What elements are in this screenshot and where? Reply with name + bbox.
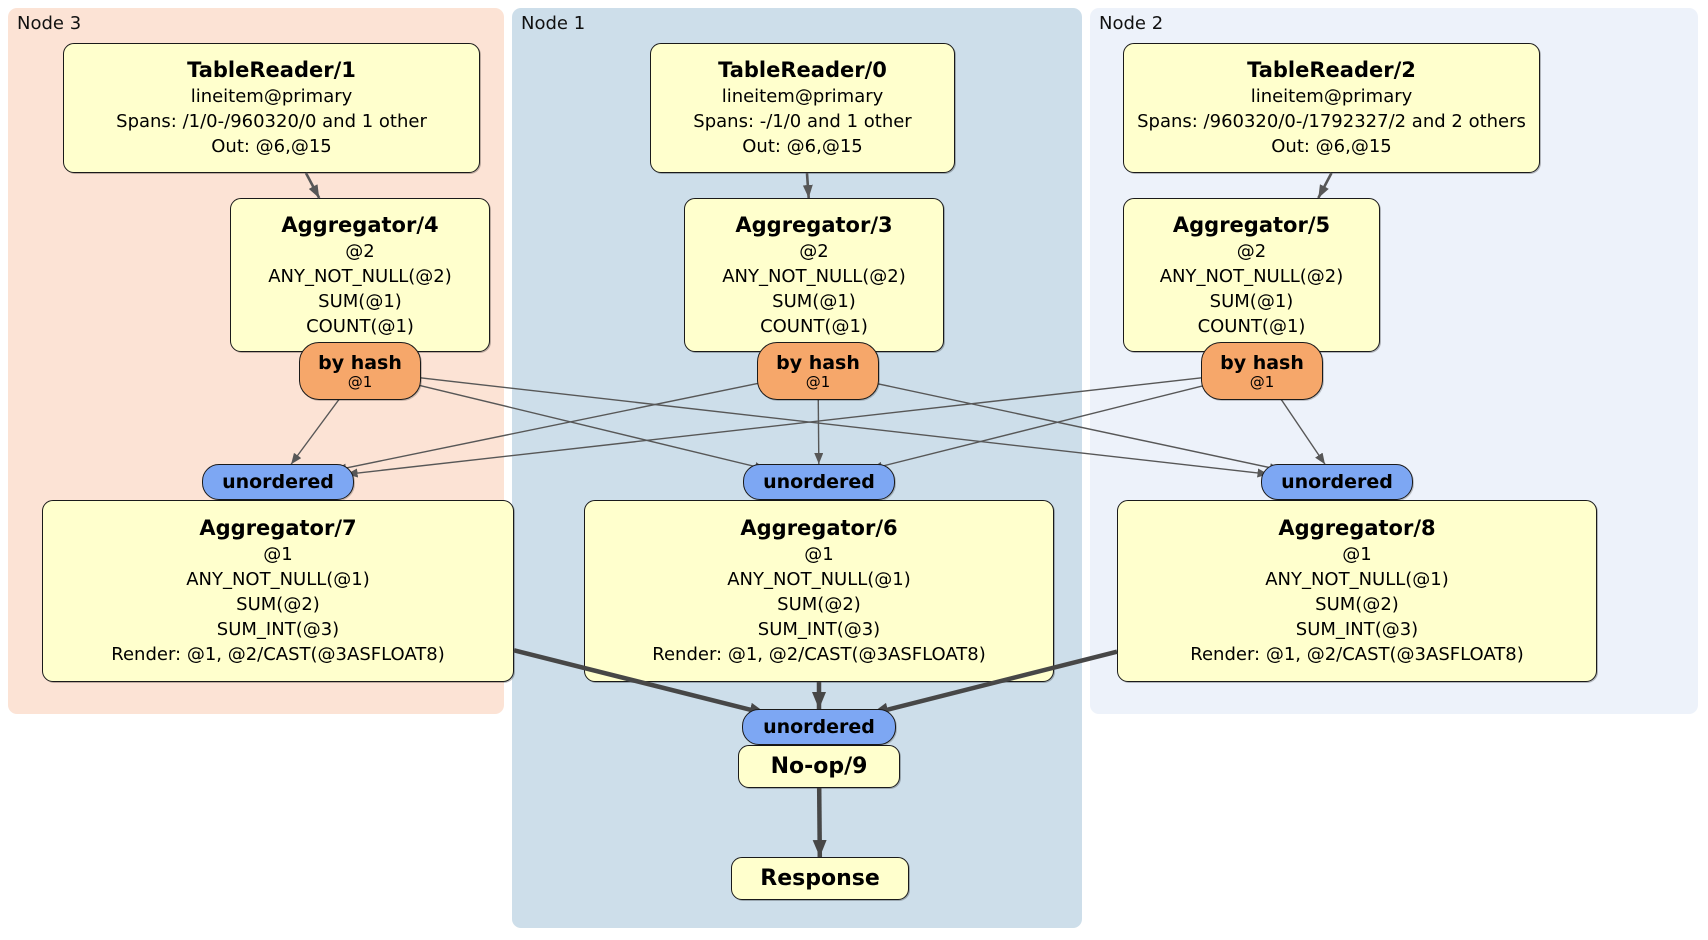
node-title: Aggregator/4 — [281, 212, 439, 237]
sync-label: unordered — [763, 716, 875, 738]
node-line: @2 — [345, 240, 375, 262]
node-line: COUNT(@1) — [760, 315, 868, 337]
router-by-hash-node3: by hash @1 — [299, 342, 421, 400]
node-title: Aggregator/6 — [740, 516, 898, 540]
router-by-hash-node1: by hash @1 — [757, 342, 879, 400]
node-no-op-9: No-op/9 — [738, 745, 900, 788]
router-label: by hash — [776, 351, 860, 374]
node-line: SUM_INT(@3) — [1295, 619, 1419, 640]
node-line: COUNT(@1) — [306, 315, 414, 337]
node-line: Render: @1, @2/CAST(@3ASFLOAT8) — [1190, 644, 1524, 665]
region-label-node-3: Node 3 — [17, 13, 82, 34]
router-label: by hash — [1220, 351, 1304, 374]
node-line: @1 — [1342, 544, 1372, 565]
sync-unordered-node3: unordered — [202, 464, 354, 500]
node-line: Out: @6,@15 — [1271, 136, 1392, 157]
node-line: Spans: -/1/0 and 1 other — [693, 111, 912, 132]
node-line: SUM_INT(@3) — [757, 619, 881, 640]
sync-label: unordered — [222, 471, 334, 493]
node-line: @1 — [263, 544, 293, 565]
node-line: ANY_NOT_NULL(@1) — [1265, 569, 1449, 590]
node-line: SUM(@1) — [772, 290, 856, 312]
node-line: @1 — [804, 544, 834, 565]
node-title: No-op/9 — [770, 753, 868, 779]
sync-unordered-final: unordered — [742, 709, 896, 745]
node-line: lineitem@primary — [190, 86, 353, 107]
node-line: Spans: /960320/0-/1792327/2 and 2 others — [1137, 111, 1526, 132]
node-line: @2 — [1236, 240, 1267, 262]
node-line: SUM_INT(@3) — [216, 619, 340, 640]
node-line: Render: @1, @2/CAST(@3ASFLOAT8) — [111, 644, 445, 665]
node-title: Aggregator/3 — [735, 212, 893, 237]
node-title: TableReader/0 — [718, 58, 887, 82]
node-line: SUM(@2) — [777, 594, 861, 615]
node-aggregator-6: Aggregator/6 @1 ANY_NOT_NULL(@1) SUM(@2)… — [584, 500, 1054, 682]
node-line: ANY_NOT_NULL(@1) — [727, 569, 911, 590]
node-aggregator-5: Aggregator/5 @2 ANY_NOT_NULL(@2) SUM(@1)… — [1123, 198, 1380, 352]
node-aggregator-7: Aggregator/7 @1 ANY_NOT_NULL(@1) SUM(@2)… — [42, 500, 514, 682]
node-tablereader-1: TableReader/1 lineitem@primary Spans: /1… — [63, 43, 480, 173]
router-key: @1 — [805, 372, 831, 391]
sync-label: unordered — [763, 471, 875, 493]
node-line: COUNT(@1) — [1197, 315, 1306, 337]
router-by-hash-node2: by hash @1 — [1201, 342, 1323, 400]
node-line: ANY_NOT_NULL(@1) — [186, 569, 370, 590]
node-title: Response — [760, 865, 880, 891]
node-line: ANY_NOT_NULL(@2) — [722, 265, 906, 287]
node-tablereader-0: TableReader/0 lineitem@primary Spans: -/… — [650, 43, 955, 173]
node-line: @2 — [799, 240, 829, 262]
node-line: SUM(@1) — [1209, 290, 1294, 312]
router-key: @1 — [347, 372, 373, 391]
node-response: Response — [731, 857, 909, 900]
router-key: @1 — [1249, 372, 1275, 391]
sync-unordered-node2: unordered — [1261, 464, 1413, 500]
node-line: ANY_NOT_NULL(@2) — [1159, 265, 1344, 287]
router-label: by hash — [318, 351, 402, 374]
node-aggregator-4: Aggregator/4 @2 ANY_NOT_NULL(@2) SUM(@1)… — [230, 198, 490, 352]
node-title: TableReader/2 — [1247, 58, 1416, 82]
node-tablereader-2: TableReader/2 lineitem@primary Spans: /9… — [1123, 43, 1540, 173]
node-line: Out: @6,@15 — [211, 136, 332, 157]
node-line: Render: @1, @2/CAST(@3ASFLOAT8) — [652, 644, 986, 665]
node-aggregator-8: Aggregator/8 @1 ANY_NOT_NULL(@1) SUM(@2)… — [1117, 500, 1597, 682]
node-line: lineitem@primary — [721, 86, 884, 107]
node-line: Spans: /1/0-/960320/0 and 1 other — [116, 111, 427, 132]
node-title: Aggregator/5 — [1172, 212, 1331, 237]
node-line: SUM(@2) — [236, 594, 320, 615]
node-aggregator-3: Aggregator/3 @2 ANY_NOT_NULL(@2) SUM(@1)… — [684, 198, 944, 352]
node-line: SUM(@1) — [318, 290, 402, 312]
node-title: TableReader/1 — [187, 58, 356, 82]
node-line: lineitem@primary — [1250, 86, 1413, 107]
region-label-node-2: Node 2 — [1099, 13, 1164, 34]
node-line: SUM(@2) — [1315, 594, 1399, 615]
node-title: Aggregator/8 — [1278, 516, 1436, 540]
node-line: ANY_NOT_NULL(@2) — [268, 265, 452, 287]
sync-label: unordered — [1281, 471, 1393, 493]
sync-unordered-node1: unordered — [743, 464, 895, 500]
node-title: Aggregator/7 — [199, 516, 357, 540]
region-label-node-1: Node 1 — [521, 13, 586, 34]
node-line: Out: @6,@15 — [742, 136, 863, 157]
